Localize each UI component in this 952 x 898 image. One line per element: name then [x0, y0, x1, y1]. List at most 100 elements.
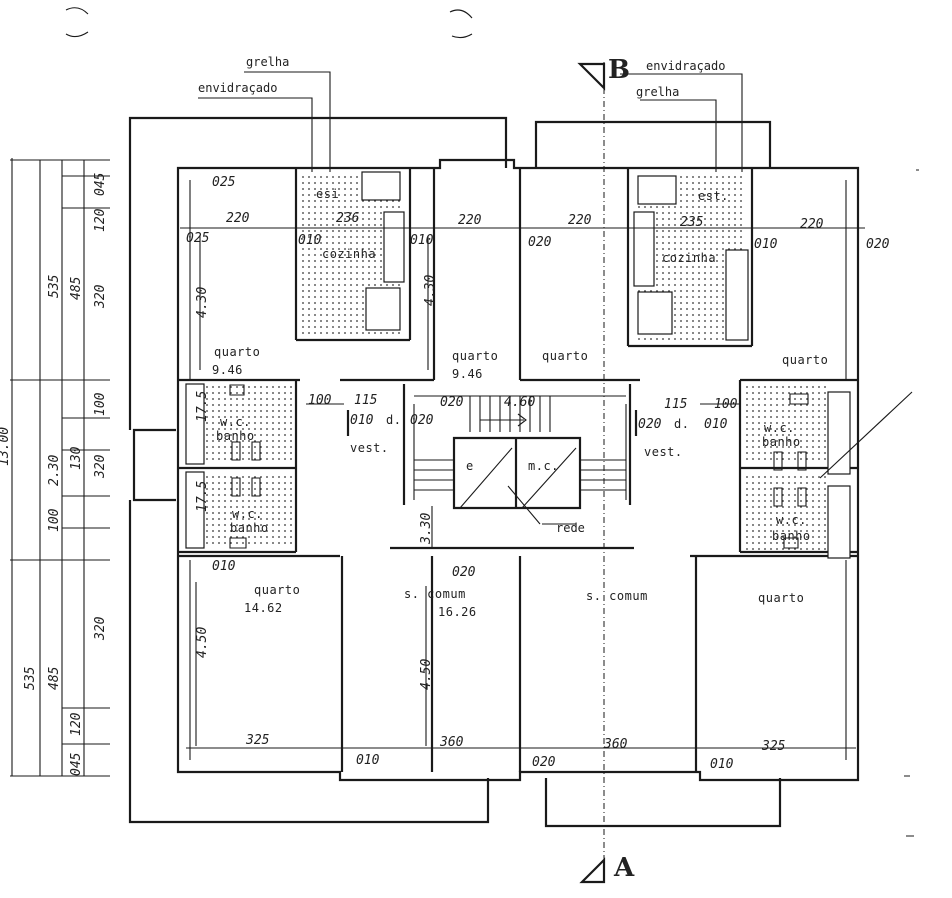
label-leaders [198, 71, 743, 172]
wc-fixtures-small [229, 384, 809, 549]
dim-330: 3.30 [419, 513, 434, 545]
dim-020-a: 020 [528, 235, 552, 250]
dim-360-a: 360 [439, 735, 464, 750]
elevator-mc: m.c. [528, 459, 559, 473]
room-cozinha-left: cozinha [322, 247, 376, 261]
elevator-cross-e [459, 447, 513, 509]
rede-label: rede [556, 521, 585, 535]
building-envelope [176, 158, 860, 782]
dim-020-d: 020 [440, 395, 464, 410]
stair-treads [413, 395, 627, 500]
chain-535-a: 535 [47, 274, 62, 298]
chain-120-a: 120 [93, 208, 108, 232]
room-quarto-top-left-area: 9.46 [212, 363, 243, 377]
wc-floor-l1 [206, 384, 292, 464]
dim-175-a: 17.5 [195, 391, 210, 422]
dim-020-f: 020 [452, 565, 476, 580]
counter-right [633, 211, 655, 287]
room-vest-right: vest. [644, 445, 683, 459]
chain-320-a: 320 [93, 284, 108, 309]
elevator-e: e [466, 459, 474, 473]
counter-left [383, 211, 405, 283]
dim-100-right: 100 [714, 397, 738, 412]
dim-020-g: 020 [532, 755, 556, 770]
dim-430-a: 4.30 [195, 287, 210, 318]
left-dimension-chain [10, 158, 110, 777]
balcony-outline-top-right [534, 120, 772, 168]
room-d-right: d. [674, 417, 689, 431]
punch-hole-left [65, 7, 89, 38]
dim-010-d: 010 [350, 413, 374, 428]
chain-130: 130 [69, 446, 84, 470]
room-quarto-top-left: quarto [214, 345, 260, 359]
room-quarto-top-right-1: quarto [542, 349, 588, 363]
wc-floor-r2 [746, 472, 826, 552]
chain-120-b: 120 [69, 712, 84, 736]
dim-025-b: 025 [186, 231, 210, 246]
balcony-outline-left [132, 428, 176, 502]
room-quarto-top-center: quarto [452, 349, 498, 363]
room-quarto-bottom-left-area: 14.62 [244, 601, 283, 615]
wc-floor-l2 [206, 472, 292, 548]
dim-220-b: 220 [458, 213, 482, 228]
dim-460: 4.60 [504, 395, 535, 410]
elevator-cross-mc [521, 447, 577, 509]
section-mark-b [577, 62, 606, 91]
room-vest-left: vest. [350, 441, 389, 455]
chain-485-a: 485 [69, 276, 84, 300]
sink-right [637, 291, 673, 335]
dim-025-a: 025 [212, 175, 236, 190]
room-banho-l1: banho [216, 429, 255, 443]
chain-485-b: 485 [47, 666, 62, 690]
dim-020-c: 020 [410, 413, 434, 428]
chain-230: 2.30 [47, 455, 62, 486]
margin-marks [904, 169, 919, 837]
dim-010-a: 010 [298, 233, 322, 248]
rede-leader [507, 485, 576, 525]
bathtub-l1 [185, 383, 205, 465]
room-quarto-bottom-right: quarto [758, 591, 804, 605]
bathtub-l2 [185, 471, 205, 549]
chain-320-c: 320 [93, 616, 108, 641]
room-banho-l2: banho [230, 521, 269, 535]
dim-175-b: 17.5 [195, 481, 210, 512]
room-banho-r1: banho [762, 435, 801, 449]
stove-left [361, 171, 401, 201]
dim-100-left: 100 [308, 393, 332, 408]
punch-hole-right [449, 9, 473, 39]
room-est: est. [698, 189, 729, 203]
room-quarto-bottom-left: quarto [254, 583, 300, 597]
dim-325-a: 325 [245, 733, 270, 748]
room-wc-r2: w.c. [776, 513, 807, 527]
inner-wall-line [189, 180, 847, 760]
chain-1300: 13.00 [0, 427, 12, 466]
chain-320-b: 320 [93, 454, 108, 479]
room-banho-r2: banho [772, 529, 811, 543]
room-wc-r1: w.c. [764, 421, 795, 435]
partition-walls [178, 168, 858, 772]
dim-236: 236 [336, 211, 360, 226]
room-scomum-left: s. comum [404, 587, 466, 601]
section-mark-a [579, 857, 606, 884]
stove-right [637, 175, 677, 205]
room-esi: esi [316, 187, 339, 201]
dim-010-b: 010 [410, 233, 434, 248]
section-a-letter: A [613, 853, 635, 883]
chain-045-a: 045 [93, 172, 108, 196]
dim-115-left: 115 [354, 393, 378, 408]
room-d-left: d. [386, 413, 401, 427]
dim-325-b: 325 [761, 739, 786, 754]
envidracado-label-right: envidraçado [646, 59, 725, 73]
chain-535-b: 535 [23, 666, 38, 690]
grelha-label-left: grelha [246, 55, 289, 69]
chain-100-a: 100 [93, 392, 108, 416]
dim-220-d: 220 [800, 217, 824, 232]
room-wc-l1: w.c. [220, 415, 251, 429]
sink-left [365, 287, 401, 331]
balcony-outline-bottom-right [544, 778, 782, 828]
bathtub-r1 [827, 391, 851, 475]
wc-floor-r1 [746, 384, 826, 464]
dim-360-b: 360 [603, 737, 628, 752]
bathtub-r2 [827, 485, 851, 559]
